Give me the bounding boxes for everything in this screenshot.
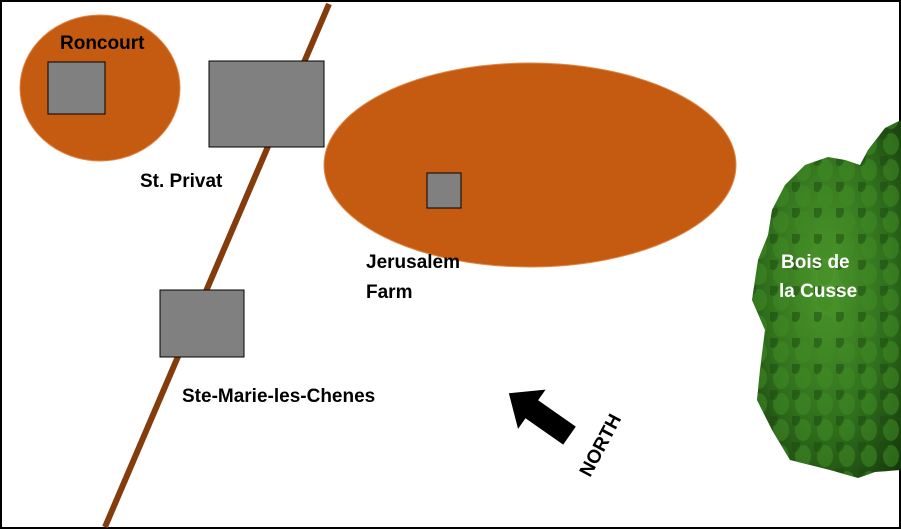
label-st-privat: St. Privat [140,171,223,192]
forest-bois-de-la-cusse [752,120,901,478]
label-bois-de: Bois de [781,252,850,273]
label-ste-marie: Ste-Marie-les-Chenes [182,386,375,407]
village-roncourt [47,61,106,115]
label-jerusalem: Jerusalem [366,252,460,273]
village-ste-marie [159,289,245,358]
label-la-cusse: la Cusse [779,281,857,302]
field-jerusalem [323,62,737,268]
label-roncourt: Roncourt [60,33,145,54]
label-farm: Farm [366,282,412,303]
north-arrow-icon [508,389,576,445]
village-jerusalem-farm [426,172,462,209]
village-st-privat [208,60,325,148]
